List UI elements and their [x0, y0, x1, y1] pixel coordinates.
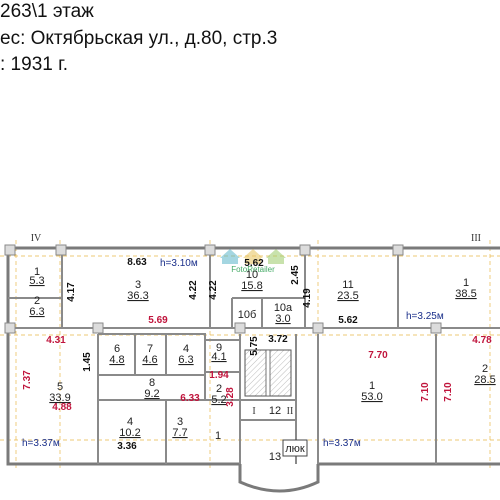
room-area: 4.1	[211, 351, 226, 363]
room-number: 1	[34, 266, 40, 278]
room-number: 8	[149, 377, 155, 389]
dimension-label-red: 7.10	[443, 382, 454, 402]
dimension-label: 4.22	[188, 280, 199, 300]
room-area: 53.0	[361, 391, 382, 403]
room-area: 10.2	[119, 427, 140, 439]
room-number: 4	[127, 416, 133, 428]
room-area: 5.3	[29, 275, 44, 287]
dimension-label: 4.17	[66, 282, 77, 302]
dimension-label-red: 7.37	[22, 370, 33, 390]
dimension-label: 5.75	[249, 336, 260, 356]
room-number: 4	[183, 343, 189, 355]
room-area: 38.5	[455, 288, 476, 300]
hatch-label: люк	[285, 443, 305, 455]
room-area: 10б	[238, 309, 257, 321]
room-area: 6.3	[178, 354, 193, 366]
dimension-label: 8.63	[127, 257, 147, 268]
room-number: 2	[34, 295, 40, 307]
ceiling-height: h=3.10м	[160, 258, 198, 269]
room-area: 5.2	[211, 394, 226, 406]
room-area: 23.5	[337, 290, 358, 302]
dimension-label-red: 1.94	[209, 370, 229, 381]
ceiling-height: h=3.37м	[323, 438, 361, 449]
room-number: 10а	[274, 302, 293, 314]
room-area: 28.5	[474, 374, 495, 386]
dimension-label-red: 3.28	[225, 387, 236, 407]
room-number: 5	[57, 381, 63, 393]
header-line-1: 263\1 этаж	[0, 1, 94, 22]
header-line-2: ес: Октябрьская ул., д.80, стр.3	[0, 28, 278, 49]
room-number: 3	[177, 416, 183, 428]
pillars	[4, 244, 442, 334]
axis-label-iv: IV	[31, 233, 42, 244]
stair-label-ii: II	[287, 406, 294, 417]
room-area: 4.8	[109, 354, 124, 366]
room-area: 33.9	[49, 392, 70, 404]
ceiling-height: h=3.25м	[406, 311, 444, 322]
dimension-label-red: 4.88	[52, 402, 72, 413]
dimension-label-red: 7.10	[420, 382, 431, 402]
staircase	[244, 349, 292, 397]
room-number: 7	[147, 343, 153, 355]
room-area: 15.8	[241, 280, 262, 292]
room-area: 6.3	[29, 306, 44, 318]
dimension-label-red: 4.78	[472, 335, 492, 346]
room-number: 13	[269, 451, 281, 463]
room-number: 2	[482, 363, 488, 375]
room-number: 11	[342, 279, 353, 291]
watermark-text: FotoRetailer	[231, 265, 275, 274]
room-number: 1	[463, 277, 469, 289]
room-area: 3.0	[275, 313, 290, 325]
room-number: 3	[135, 279, 141, 291]
dimension-label: 2.45	[290, 265, 301, 285]
room-number: 1	[369, 380, 375, 392]
ceiling-height: h=3.37м	[22, 438, 60, 449]
room-area: 4.6	[142, 354, 157, 366]
inner-walls	[8, 248, 500, 464]
dimension-label: 5.62	[338, 315, 358, 326]
room-area: 7.7	[172, 427, 187, 439]
dimension-label-red: 4.31	[46, 335, 66, 346]
dimension-label-red: 5.69	[148, 315, 168, 326]
header-line-3: : 1931 г.	[0, 54, 68, 75]
dimension-label: 1.45	[82, 352, 93, 372]
room-number: 2	[216, 383, 222, 395]
room-number: 12	[269, 405, 281, 417]
stair-label-i: I	[252, 406, 255, 417]
room-area: 36.3	[127, 290, 148, 302]
room-area: 9.2	[144, 388, 159, 400]
dimension-label: 3.72	[268, 334, 288, 345]
dimension-label: 5.62	[244, 258, 264, 269]
hatch-box	[282, 439, 308, 457]
dimension-label: 3.36	[117, 441, 137, 452]
dimension-label-red: 6.33	[180, 393, 200, 404]
room-number: 6	[114, 343, 120, 355]
room-number: 9	[216, 342, 222, 354]
room-number: 1	[215, 430, 221, 442]
room-number: 10	[246, 269, 258, 281]
watermark-logo	[220, 249, 286, 264]
dimension-label: 4.22	[208, 280, 219, 300]
dimension-label-red: 7.70	[368, 350, 388, 361]
dimension-label: 4.19	[302, 288, 313, 308]
axis-label-iii: III	[471, 233, 481, 244]
walls	[6, 246, 500, 493]
